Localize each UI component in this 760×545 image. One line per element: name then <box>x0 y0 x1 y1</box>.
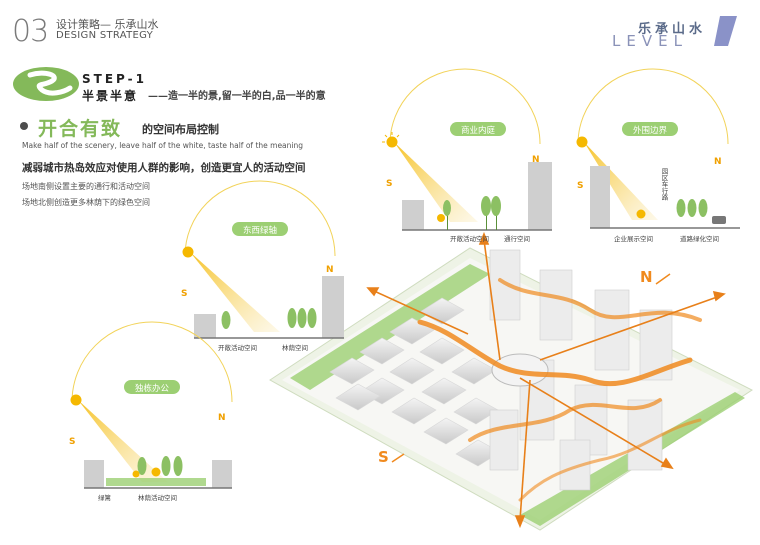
tree-icon <box>443 196 501 230</box>
commercial-label-2: 通行空间 <box>504 234 530 243</box>
bullet-dot <box>20 122 28 130</box>
commercial-s: S <box>386 179 392 189</box>
office-label-2: 林荫活动空间 <box>138 493 177 502</box>
site-plan <box>269 231 753 531</box>
step-title: STEP-1 <box>82 72 147 86</box>
step-quote: ——造一半的景,留一半的白,品一半的意 <box>148 91 326 102</box>
perimeter-label-2: 道路绿化空间 <box>680 234 719 243</box>
office-n: N <box>218 413 226 423</box>
section-title-suffix: 的空间布局控制 <box>142 123 219 136</box>
brand-name-cn: 乐承山水 <box>638 22 707 37</box>
office-s: S <box>69 437 75 447</box>
description-line-2: 场地北侧创造更多林荫下的绿色空间 <box>22 198 150 207</box>
sun-icon <box>182 246 194 258</box>
diagram-office: 独栋办公 S N 绿篱 林荫活动空间 <box>69 321 233 502</box>
description-bold: 减弱城市热岛效应对使用人群的影响，创造更宜人的活动空间 <box>22 162 306 174</box>
section-title: 开合有致 <box>38 118 123 140</box>
eastwest-s: S <box>181 289 187 299</box>
brand-name-en: LEVEL <box>612 32 688 50</box>
commercial-n: N <box>532 155 540 165</box>
compass-south: S <box>378 448 389 466</box>
brand-mark-icon <box>714 16 737 46</box>
office-title: 独栋办公 <box>135 383 170 394</box>
step-subtitle: 半景半意 <box>82 89 139 103</box>
eastwest-title: 东西绿轴 <box>243 225 277 236</box>
tree-icon <box>221 308 317 329</box>
perimeter-label-1: 企业展示空间 <box>614 234 653 243</box>
tree-icon <box>137 456 183 476</box>
leaf-icon <box>13 67 79 101</box>
car-icon <box>712 216 726 224</box>
sun-icon <box>576 136 588 148</box>
commercial-label-1: 开敞活动空间 <box>450 234 489 243</box>
commercial-title: 商业内庭 <box>461 125 496 136</box>
header-title-cn: 设计策略— 乐承山水 <box>56 18 159 31</box>
diagram-perimeter: 外围边界 S N 园区车行路 企业展示空间 道路绿化空间 <box>576 68 740 243</box>
eastwest-label-1: 开敞活动空间 <box>218 343 257 352</box>
section-number: 03 <box>12 14 49 49</box>
description-line-1: 场地南侧设置主要的通行和活动空间 <box>22 182 150 191</box>
sun-icon <box>386 136 398 148</box>
diagram-eastwest: 东西绿轴 S N 开敞活动空间 林荫空间 <box>181 180 344 352</box>
tree-icon <box>676 199 708 217</box>
diagram-commercial: 商业内庭 S N 开敞活动空间 通行空间 <box>382 68 552 243</box>
english-caption: Make half of the scenery, leave half of … <box>22 141 304 150</box>
perimeter-s: S <box>577 181 583 191</box>
perimeter-vertical: 园区车行路 <box>660 168 668 202</box>
perimeter-title: 外围边界 <box>633 125 668 136</box>
perimeter-n: N <box>714 157 722 167</box>
compass: N S <box>378 268 671 466</box>
header-title-en: DESIGN STRATEGY <box>56 30 154 41</box>
eastwest-n: N <box>326 265 334 275</box>
sun-icon <box>70 394 82 406</box>
eastwest-label-2: 林荫空间 <box>282 343 308 352</box>
compass-north: N <box>640 268 653 286</box>
office-label-1: 绿篱 <box>98 493 112 502</box>
